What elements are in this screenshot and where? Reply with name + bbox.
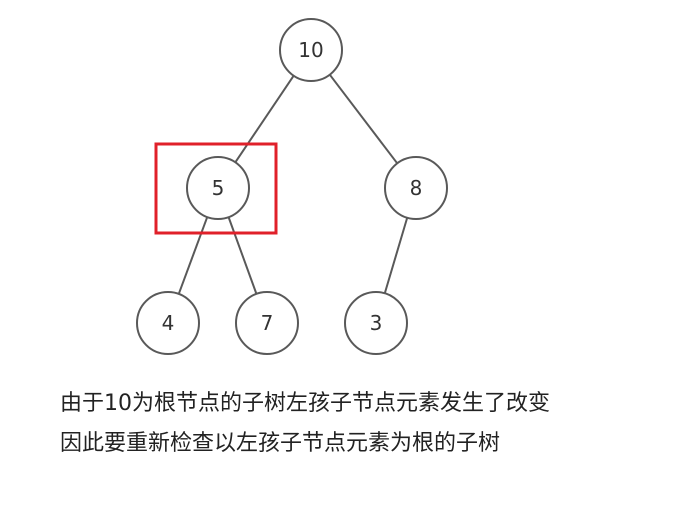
edge-n5-n4	[177, 216, 209, 295]
edge-n8-n3	[383, 217, 409, 294]
tree-edges	[177, 74, 409, 295]
node-circle	[279, 18, 343, 82]
tree-node-8: 8	[384, 156, 448, 220]
node-circle	[344, 291, 408, 355]
node-label: 8	[410, 176, 423, 200]
edge-n5-n7	[227, 216, 258, 295]
edge-n10-n5	[234, 75, 295, 163]
tree-node-7: 7	[235, 291, 299, 355]
highlight-box	[154, 142, 278, 235]
node-circle	[384, 156, 448, 220]
node-label: 3	[370, 311, 383, 335]
edge-n10-n8	[328, 74, 399, 164]
tree-node-4: 4	[136, 291, 200, 355]
node-circle	[235, 291, 299, 355]
node-label: 10	[298, 38, 323, 62]
tree-node-10: 10	[279, 18, 343, 82]
node-label: 7	[261, 311, 274, 335]
node-circle	[186, 156, 250, 220]
node-label: 5	[212, 176, 225, 200]
tree-node-5: 5	[186, 156, 250, 220]
caption-line-1: 由于10为根节点的子树左孩子节点元素发生了改变	[60, 391, 550, 416]
tree-node-3: 3	[344, 291, 408, 355]
tree-nodes: 10 5 8 4 7 3	[136, 18, 448, 355]
node-label: 4	[162, 311, 175, 335]
node-circle	[136, 291, 200, 355]
caption-line-2: 因此要重新检查以左孩子节点元素为根的子树	[60, 431, 501, 456]
